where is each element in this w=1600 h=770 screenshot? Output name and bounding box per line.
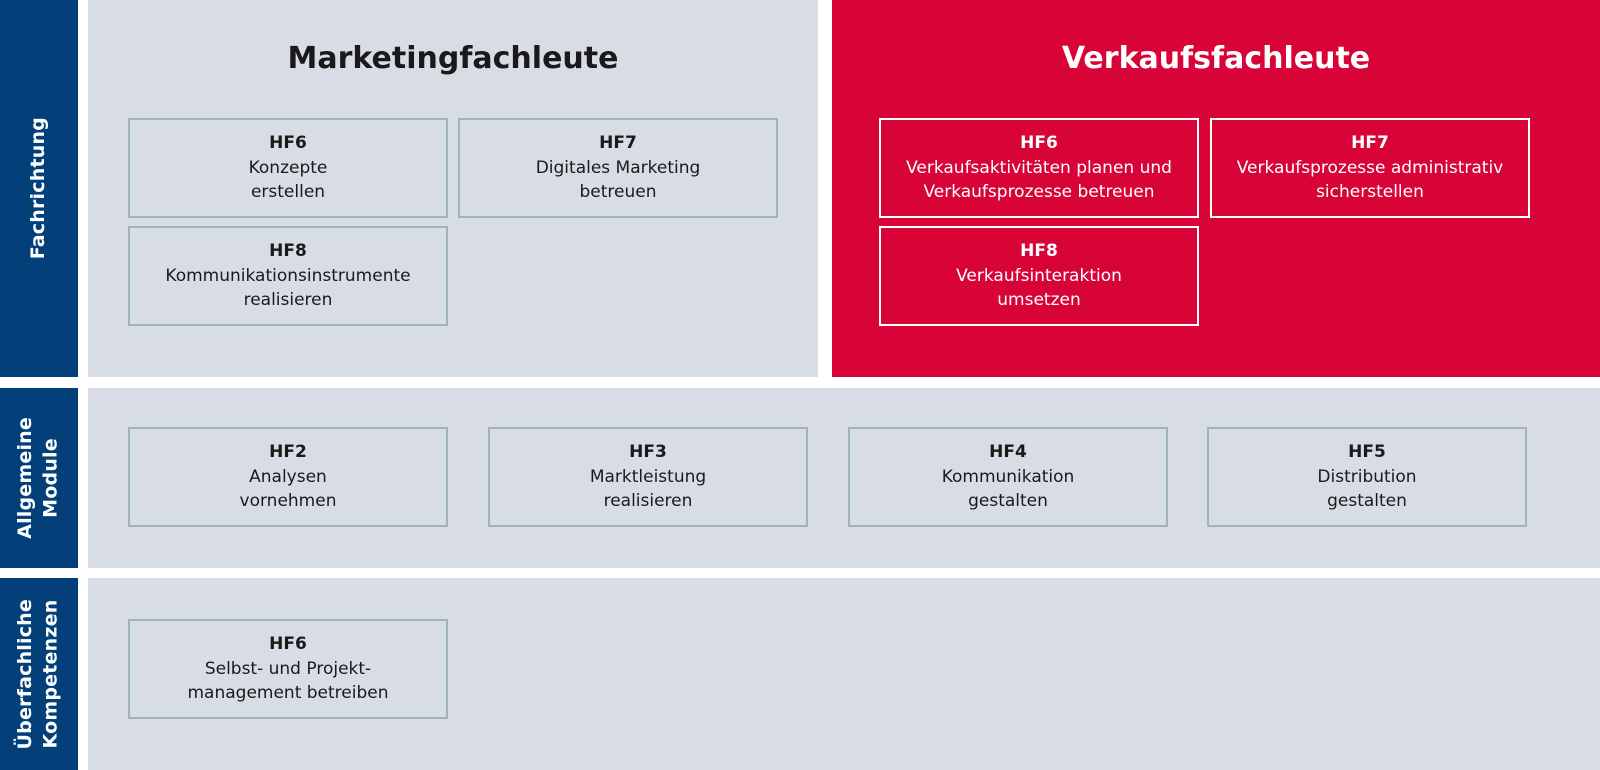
module-code: HF4 bbox=[989, 442, 1027, 463]
category-rail-ueberfachliche-kompetenzen-label: Überfachliche Kompetenzen bbox=[14, 598, 62, 750]
module-description: Konzepte erstellen bbox=[248, 157, 328, 203]
panel-verkaufsfachleute: Verkaufsfachleute HF6 Verkaufsaktivitäte… bbox=[832, 0, 1600, 377]
category-rail-fachrichtung: Fachrichtung bbox=[0, 0, 78, 377]
category-rail-ueberfachliche-kompetenzen: Überfachliche Kompetenzen bbox=[0, 578, 78, 770]
category-rail-allgemeine-module: Allgemeine Module bbox=[0, 388, 78, 568]
module-code: HF8 bbox=[269, 241, 307, 262]
category-rail-fachrichtung-label: Fachrichtung bbox=[27, 117, 50, 260]
module-box-allgemeine-hf2[interactable]: HF2 Analysen vornehmen bbox=[128, 427, 448, 527]
panel-ueberfachliche-kompetenzen: HF6 Selbst- und Projekt- management betr… bbox=[88, 578, 1600, 770]
module-box-allgemeine-hf5[interactable]: HF5 Distribution gestalten bbox=[1207, 427, 1527, 527]
module-description: Verkaufsinteraktion umsetzen bbox=[956, 265, 1122, 311]
category-rail-allgemeine-module-label: Allgemeine Module bbox=[14, 417, 62, 539]
module-code: HF7 bbox=[599, 133, 637, 154]
module-description: Verkaufsprozesse administrativ sicherste… bbox=[1236, 157, 1504, 203]
module-code: HF6 bbox=[269, 634, 307, 655]
panel-marketingfachleute-title: Marketingfachleute bbox=[287, 41, 619, 76]
panel-marketingfachleute: Marketingfachleute HF6 Konzepte erstelle… bbox=[88, 0, 818, 377]
module-code: HF7 bbox=[1351, 133, 1389, 154]
module-box-allgemeine-hf4[interactable]: HF4 Kommunikation gestalten bbox=[848, 427, 1168, 527]
module-description: Marktleistung realisieren bbox=[589, 466, 707, 512]
module-box-allgemeine-hf3[interactable]: HF3 Marktleistung realisieren bbox=[488, 427, 808, 527]
module-code: HF3 bbox=[629, 442, 667, 463]
module-box-verkauf-hf6[interactable]: HF6 Verkaufsaktivitäten planen und Verka… bbox=[879, 118, 1199, 218]
module-code: HF5 bbox=[1348, 442, 1386, 463]
module-description: Analysen vornehmen bbox=[239, 466, 337, 512]
module-description: Selbst- und Projekt- management betreibe… bbox=[187, 658, 389, 704]
module-description: Kommunikation gestalten bbox=[941, 466, 1075, 512]
module-code: HF6 bbox=[269, 133, 307, 154]
module-box-marketing-hf8[interactable]: HF8 Kommunikationsinstrumente realisiere… bbox=[128, 226, 448, 326]
module-description: Kommunikationsinstrumente realisieren bbox=[165, 265, 411, 311]
module-box-verkauf-hf8[interactable]: HF8 Verkaufsinteraktion umsetzen bbox=[879, 226, 1199, 326]
module-description: Distribution gestalten bbox=[1317, 466, 1417, 512]
panel-allgemeine-module: HF2 Analysen vornehmen HF3 Marktleistung… bbox=[88, 388, 1600, 568]
module-code: HF2 bbox=[269, 442, 307, 463]
module-description: Verkaufsaktivitäten planen und Verkaufsp… bbox=[906, 157, 1172, 203]
module-box-ueberfach-hf6[interactable]: HF6 Selbst- und Projekt- management betr… bbox=[128, 619, 448, 719]
module-box-verkauf-hf7[interactable]: HF7 Verkaufsprozesse administrativ siche… bbox=[1210, 118, 1530, 218]
module-code: HF6 bbox=[1020, 133, 1058, 154]
panel-verkaufsfachleute-title: Verkaufsfachleute bbox=[1061, 41, 1371, 76]
module-code: HF8 bbox=[1020, 241, 1058, 262]
module-box-marketing-hf6[interactable]: HF6 Konzepte erstellen bbox=[128, 118, 448, 218]
module-description: Digitales Marketing betreuen bbox=[535, 157, 701, 203]
module-box-marketing-hf7[interactable]: HF7 Digitales Marketing betreuen bbox=[458, 118, 778, 218]
